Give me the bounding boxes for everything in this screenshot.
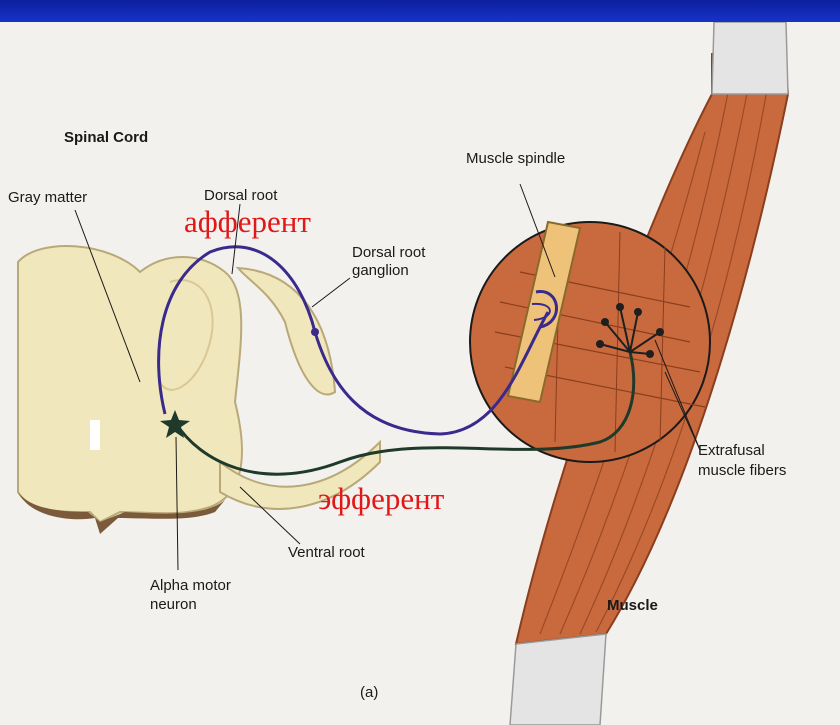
label-dorsal-root-ganglion-line2: ganglion — [352, 262, 409, 280]
ganglion-cell-body — [311, 328, 319, 336]
label-dorsal-root: Dorsal root — [204, 187, 277, 205]
label-alpha-motor-line1: Alpha motor — [150, 577, 231, 595]
reflex-arc-diagram — [0, 22, 840, 725]
label-extrafusal-line2: muscle fibers — [698, 462, 786, 480]
label-efferent: эфферент — [318, 482, 444, 516]
label-spinal-cord: Spinal Cord — [64, 129, 148, 147]
label-ventral-root: Ventral root — [288, 544, 365, 562]
label-alpha-motor-line2: neuron — [150, 596, 197, 614]
slide-top-bar — [0, 0, 840, 22]
lower-tendon — [510, 634, 606, 725]
spinal-cord-section — [18, 246, 242, 534]
label-dorsal-root-ganglion-line1: Dorsal root — [352, 244, 425, 262]
label-extrafusal-line1: Extrafusal — [698, 442, 765, 460]
label-afferent: афферент — [184, 205, 311, 239]
upper-tendon — [712, 22, 788, 94]
slide-body: Spinal Cord Gray matter Dorsal root аффе… — [0, 22, 840, 725]
label-muscle: Muscle — [607, 597, 658, 615]
label-muscle-spindle: Muscle spindle — [466, 150, 565, 168]
magnified-view — [470, 222, 710, 462]
dorsal-root-ganglion — [238, 268, 335, 394]
panel-label: (a) — [360, 684, 378, 702]
label-gray-matter: Gray matter — [8, 189, 87, 207]
